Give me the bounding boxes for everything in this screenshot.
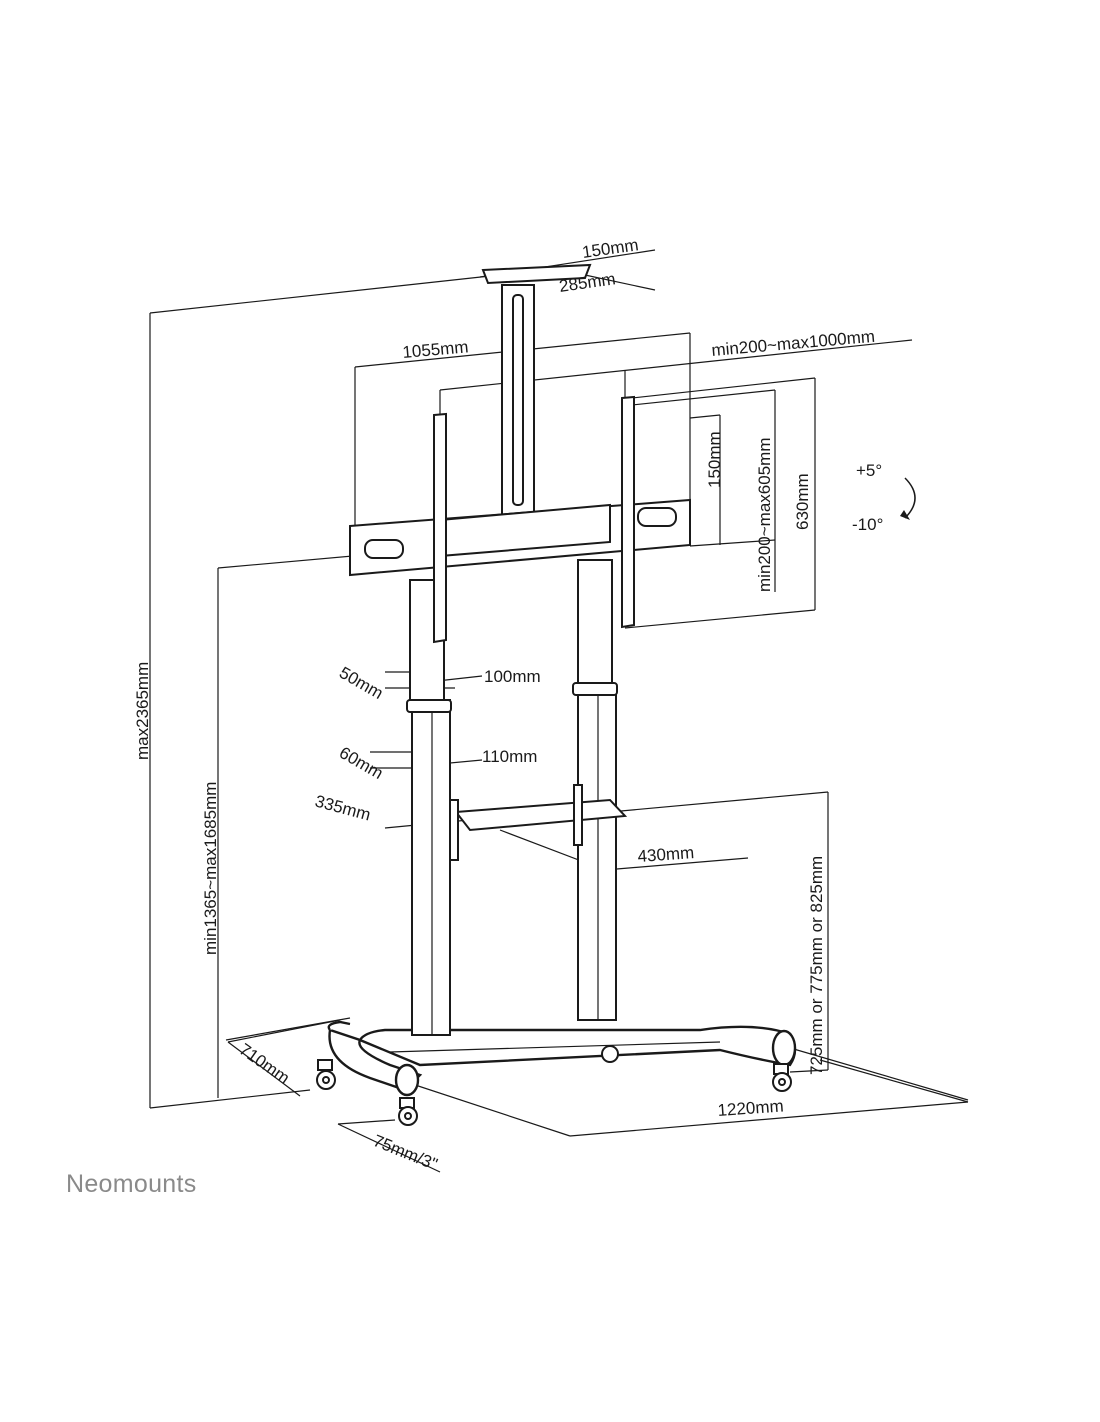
label-shelf-depth: 335mm [313, 792, 373, 825]
label-screen-height: min1365~max1685mm [201, 782, 220, 955]
label-bracket-height: 630mm [793, 473, 812, 530]
dimension-lines [149, 249, 969, 1173]
base-frame [327, 1020, 797, 1097]
label-vesa-horizontal: min200~max1000mm [711, 327, 876, 360]
vesa-rail-right [621, 395, 635, 629]
label-upper-pole-depth: 50mm [336, 663, 386, 703]
vesa-rail-left [433, 412, 447, 644]
casters [316, 1045, 792, 1126]
label-tilt-down: -10° [852, 515, 883, 534]
caster-back-right [772, 1063, 792, 1092]
tv-stand [316, 263, 797, 1126]
label-vesa-vertical: min200~max605mm [755, 438, 774, 593]
right-pole [572, 559, 618, 1021]
label-tilt-up: +5° [856, 461, 882, 480]
label-caster-size: 75mm/3" [371, 1131, 441, 1174]
label-base-depth: 710mm [236, 1040, 293, 1088]
label-shelf-height: 725mm or 775mm or 825mm [807, 856, 826, 1075]
caster-front-center [398, 1097, 418, 1126]
tilt-arrow-head-icon [900, 510, 910, 520]
label-rail-spacing: 150mm [705, 431, 724, 488]
brand-logo: Neomounts [66, 1170, 197, 1198]
label-base-width: 1220mm [717, 1096, 784, 1120]
label-lower-pole-width: 110mm [482, 747, 537, 766]
label-top-plate-depth: 150mm [581, 235, 640, 262]
label-lower-pole-depth: 60mm [336, 743, 386, 783]
label-total-height: max2365mm [133, 662, 152, 760]
label-upper-pole-width: 100mm [484, 667, 541, 686]
tilt-arrow-icon [904, 477, 916, 519]
center-column [481, 263, 592, 516]
left-pole [406, 579, 452, 1036]
label-shelf-width: 430mm [637, 843, 695, 866]
caster-front-left [316, 1059, 336, 1090]
shelf [449, 784, 628, 861]
caster-back-center [601, 1045, 619, 1063]
label-total-width: 1055mm [402, 337, 470, 362]
